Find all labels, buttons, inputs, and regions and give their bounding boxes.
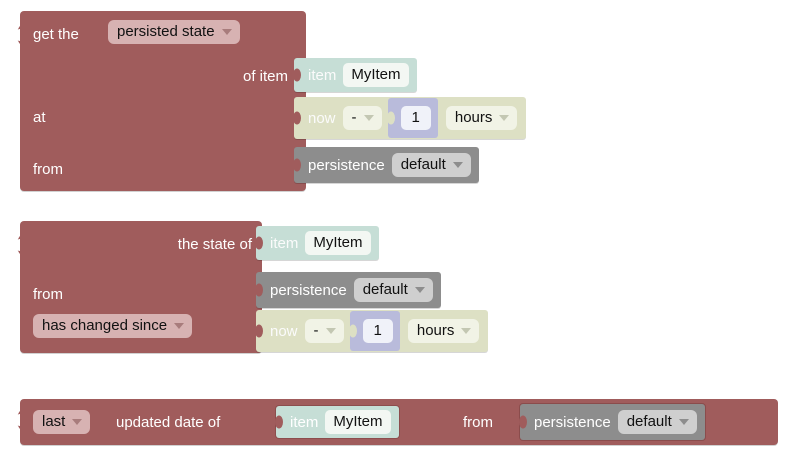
dropdown-offset-operator[interactable]: - — [304, 319, 344, 343]
row-prefix-label: get the — [33, 26, 79, 43]
row-label-from: from — [463, 414, 493, 431]
row-label-the-state-of: the state of — [177, 236, 252, 253]
chevron-down-icon — [499, 114, 510, 121]
value-block-persistence[interactable]: persistence default — [293, 147, 479, 183]
input-notch — [275, 415, 283, 429]
value-block-item-label: item — [290, 413, 319, 431]
chevron-down-icon — [174, 322, 185, 329]
input-notch — [519, 415, 527, 429]
value-block-persistence[interactable]: persistence default — [255, 272, 441, 308]
item-name-field[interactable]: MyItem — [343, 63, 409, 87]
block-get-persisted-state[interactable]: get the persisted state of item item MyI… — [8, 6, 568, 196]
chevron-down-icon — [452, 161, 463, 168]
input-notch — [255, 283, 263, 297]
value-block-item[interactable]: item MyItem — [293, 58, 417, 92]
value-block-number[interactable]: 1 — [348, 311, 400, 351]
row-label-updated-date-of: updated date of — [116, 414, 221, 431]
dropdown-offset-operator-label: - — [313, 322, 319, 339]
dropdown-update-selector[interactable]: last — [33, 410, 91, 434]
row-label-from: from — [33, 286, 63, 303]
dropdown-change-condition-label: has changed since — [42, 317, 168, 334]
input-notch — [255, 324, 263, 338]
dropdown-state-kind-label: persisted state — [117, 23, 215, 40]
dropdown-persistence-service[interactable]: default — [353, 278, 433, 302]
chevron-down-icon — [414, 286, 425, 293]
persistence-label: persistence — [270, 281, 347, 299]
dropdown-persistence-service[interactable]: default — [391, 153, 471, 177]
dropdown-time-unit-label: hours — [454, 109, 493, 126]
dropdown-persistence-service-label: default — [362, 281, 408, 298]
value-block-number[interactable]: 1 — [386, 98, 438, 138]
input-notch — [293, 68, 301, 82]
chevron-down-icon — [72, 418, 83, 425]
chevron-down-icon — [221, 28, 232, 35]
chevron-down-icon — [678, 418, 689, 425]
dropdown-time-unit-label: hours — [416, 322, 455, 339]
chevron-down-icon — [363, 114, 374, 121]
dropdown-time-unit[interactable]: hours — [407, 319, 480, 343]
persistence-label: persistence — [534, 413, 611, 431]
datetime-now-label: now — [308, 109, 336, 127]
dropdown-offset-operator-label: - — [351, 109, 357, 126]
input-notch — [386, 111, 395, 125]
dropdown-state-kind[interactable]: persisted state — [108, 20, 240, 44]
dropdown-offset-operator[interactable]: - — [342, 106, 382, 130]
dropdown-time-unit[interactable]: hours — [445, 106, 518, 130]
datetime-now-label: now — [270, 322, 298, 340]
value-block-item[interactable]: item MyItem — [275, 406, 399, 438]
input-notch — [293, 158, 301, 172]
item-name-field[interactable]: MyItem — [305, 231, 371, 255]
chevron-down-icon — [325, 327, 336, 334]
value-block-datetime-offset[interactable]: now - 1 hours — [293, 97, 527, 139]
dropdown-persistence-service-label: default — [626, 413, 672, 430]
row-label-of-item: of item — [242, 68, 288, 85]
dropdown-persistence-service-label: default — [400, 156, 446, 173]
dropdown-change-condition[interactable]: has changed since — [33, 314, 193, 338]
dropdown-update-selector-label: last — [42, 413, 66, 430]
dropdown-persistence-service[interactable]: default — [617, 410, 697, 434]
block-last-updated-date-of[interactable]: last updated date of item MyItem from pe… — [8, 396, 783, 452]
input-notch — [293, 111, 301, 125]
value-block-item-label: item — [308, 66, 337, 84]
value-block-persistence[interactable]: persistence default — [519, 404, 705, 440]
number-field[interactable]: 1 — [400, 106, 431, 130]
input-notch — [255, 236, 263, 250]
value-block-item-label: item — [270, 234, 299, 252]
chevron-down-icon — [461, 327, 472, 334]
input-notch — [348, 324, 357, 338]
item-name-field[interactable]: MyItem — [325, 410, 391, 434]
number-field[interactable]: 1 — [362, 319, 393, 343]
block-state-has-changed-since[interactable]: the state of item MyItem from persistenc… — [8, 218, 538, 358]
row-label-from: from — [33, 161, 63, 178]
value-block-datetime-offset[interactable]: now - 1 hours — [255, 310, 489, 352]
persistence-label: persistence — [308, 156, 385, 174]
row-label-at: at — [33, 109, 46, 126]
value-block-item[interactable]: item MyItem — [255, 226, 379, 260]
